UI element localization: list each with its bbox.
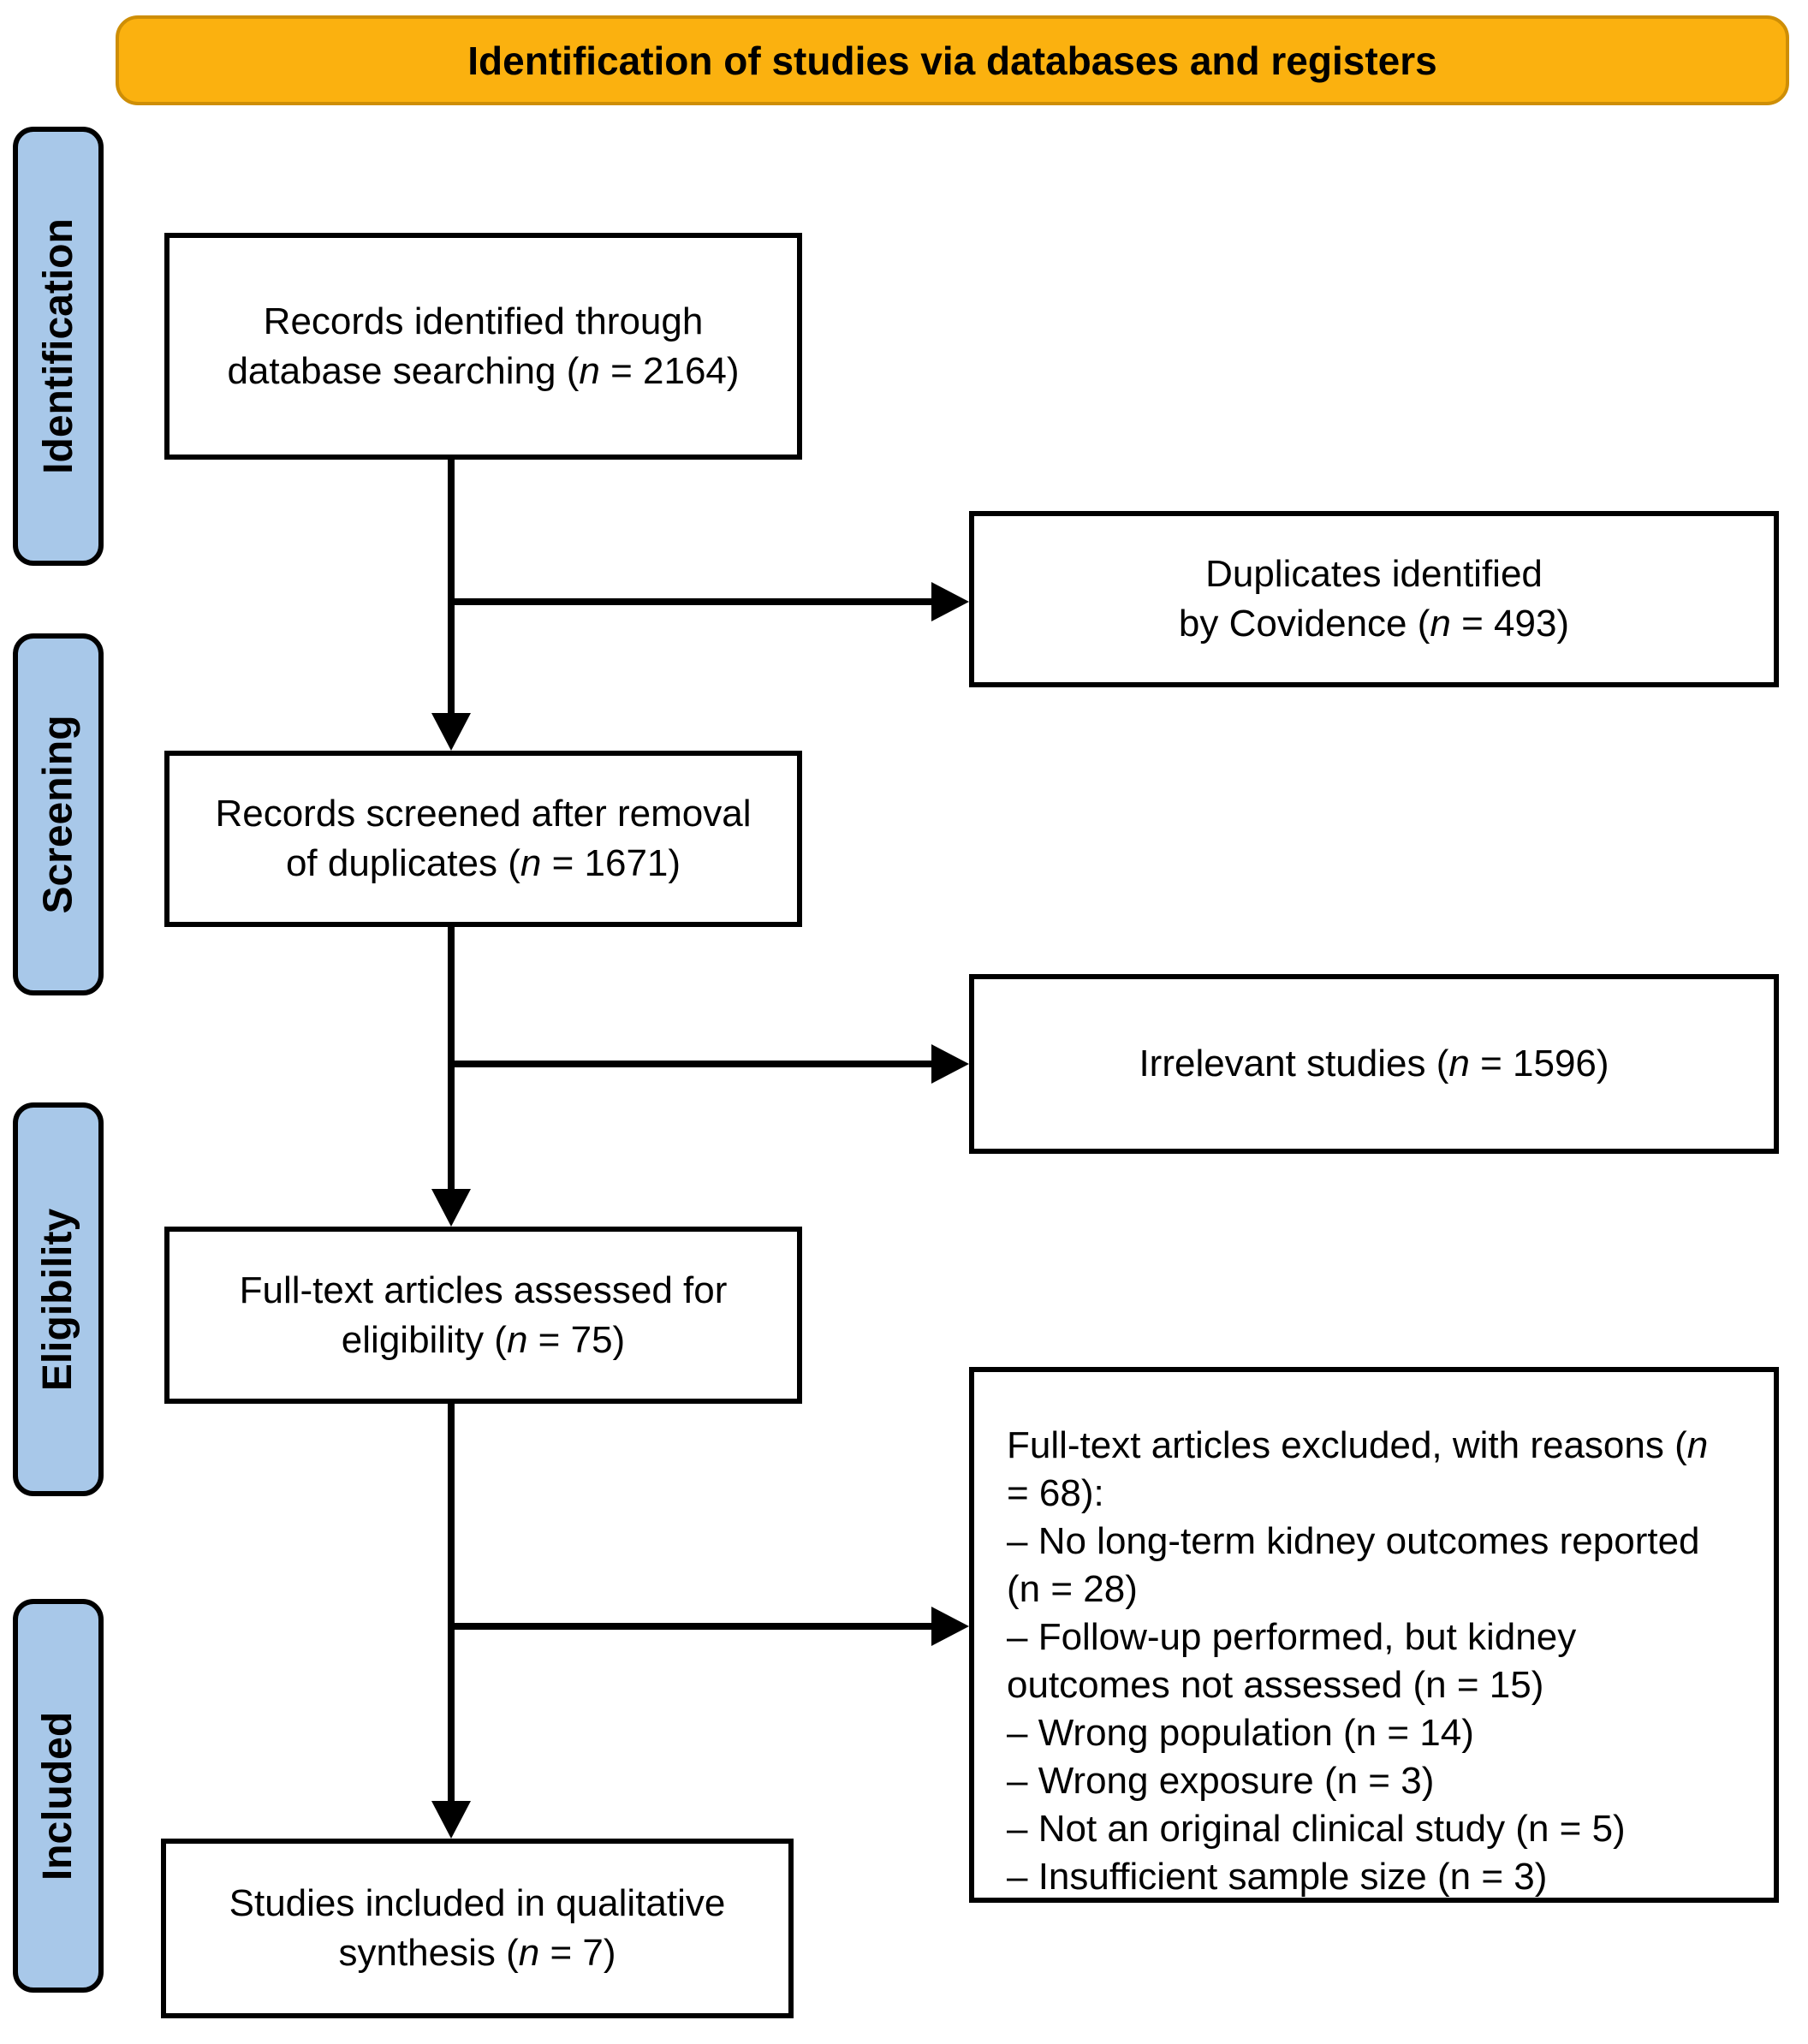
box-excluded: Full-text articles excluded, with reason… — [969, 1367, 1779, 1903]
box-studies-included: Studies included in qualitative synthesi… — [161, 1839, 794, 2018]
stage-identification: Identification — [13, 127, 104, 566]
box-duplicates-line1: Duplicates identified — [1205, 553, 1543, 595]
box-excluded-line7: – Wrong population (n = 14) — [1007, 1712, 1474, 1754]
stage-identification-label: Identification — [35, 218, 81, 474]
box-records-identified-line1: Records identified through — [263, 300, 704, 342]
box-excluded-line5: – Follow-up performed, but kidney — [1007, 1616, 1577, 1658]
box-irrelevant: Irrelevant studies (n = 1596) — [969, 974, 1779, 1154]
title-banner: Identification of studies via databases … — [116, 15, 1789, 105]
arrowhead-right-excluded — [931, 1607, 969, 1646]
box-excluded-line8: – Wrong exposure (n = 3) — [1007, 1760, 1435, 1802]
arrowhead-right-duplicates — [931, 582, 969, 621]
connector-identified-to-screened — [448, 460, 455, 718]
stage-eligibility: Eligibility — [13, 1102, 104, 1496]
arrowhead-down-screened — [431, 713, 471, 751]
box-excluded-line6: outcomes not assessed (n = 15) — [1007, 1664, 1544, 1706]
box-fulltext-assessed-line2: eligibility (n = 75) — [341, 1318, 626, 1361]
box-records-screened: Records screened after removal of duplic… — [164, 751, 802, 927]
arrowhead-right-irrelevant — [931, 1044, 969, 1084]
box-records-screened-line1: Records screened after removal — [215, 793, 752, 835]
connector-screened-to-fulltext — [448, 927, 455, 1191]
arrowhead-down-fulltext — [431, 1189, 471, 1227]
connector-fulltext-to-included — [448, 1404, 455, 1803]
box-records-screened-line2: of duplicates (n = 1671) — [285, 842, 681, 884]
box-records-identified: Records identified through database sear… — [164, 233, 802, 460]
stage-included: Included — [13, 1599, 104, 1993]
stage-screening: Screening — [13, 633, 104, 995]
box-excluded-line9: – Not an original clinical study (n = 5) — [1007, 1808, 1626, 1850]
stage-included-label: Included — [35, 1711, 81, 1881]
box-records-identified-line2: database searching (n = 2164) — [227, 349, 740, 392]
box-studies-included-line1: Studies included in qualitative — [229, 1882, 726, 1924]
box-excluded-line10: – Insufficient sample size (n = 3) — [1007, 1856, 1548, 1898]
box-studies-included-line2: synthesis (n = 7) — [338, 1932, 616, 1974]
box-excluded-line2: = 68): — [1007, 1472, 1104, 1514]
title-banner-label: Identification of studies via databases … — [467, 38, 1437, 83]
box-fulltext-assessed-line1: Full-text articles assessed for — [239, 1269, 728, 1311]
arrowhead-down-included — [431, 1801, 471, 1839]
box-excluded-line4: (n = 28) — [1007, 1568, 1138, 1610]
box-duplicates: Duplicates identified by Covidence (n = … — [969, 511, 1779, 687]
connector-to-duplicates — [448, 598, 935, 605]
box-duplicates-line2: by Covidence (n = 493) — [1178, 603, 1570, 645]
box-excluded-line3: – No long-term kidney outcomes reported — [1007, 1520, 1700, 1562]
box-fulltext-assessed: Full-text articles assessed for eligibil… — [164, 1227, 802, 1404]
box-excluded-line1: Full-text articles excluded, with reason… — [1007, 1424, 1709, 1466]
stage-screening-label: Screening — [35, 715, 81, 914]
connector-to-irrelevant — [448, 1061, 935, 1067]
stage-eligibility-label: Eligibility — [35, 1208, 81, 1391]
box-irrelevant-line1: Irrelevant studies (n = 1596) — [1139, 1043, 1609, 1084]
connector-to-excluded — [448, 1623, 935, 1630]
